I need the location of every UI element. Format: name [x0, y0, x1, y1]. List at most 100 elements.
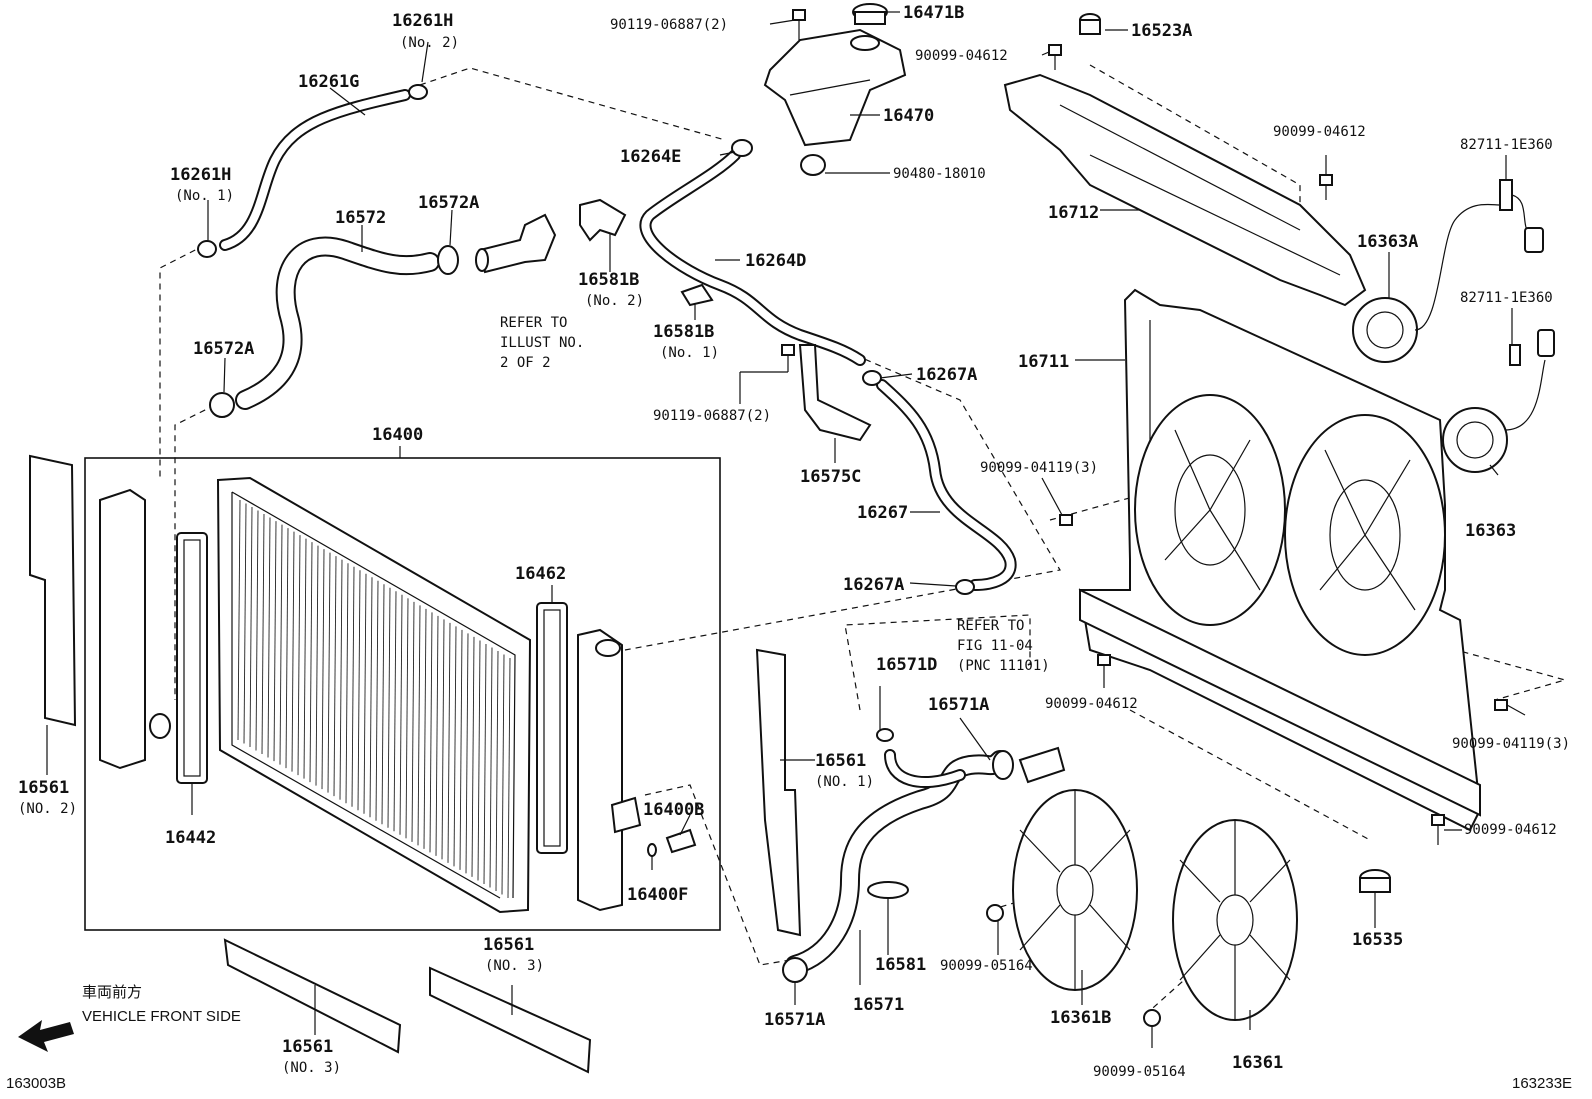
label-16571A-top: 16571A [928, 695, 989, 715]
clamp-16264E [731, 139, 753, 157]
clamp-16261H-no1 [197, 240, 217, 258]
bolt-90099-04612-right [1319, 174, 1333, 200]
label-16561-no1: 16561 [815, 751, 866, 771]
clamp-16571D [876, 728, 894, 742]
radiator-box-16400 [84, 457, 721, 931]
core-fin [309, 542, 313, 783]
bolt-90119-mid [781, 344, 795, 372]
bracket-16575C [798, 344, 872, 442]
core-fin [381, 584, 385, 825]
seal-16561-no3-right [429, 966, 592, 1074]
label-16267A-top: 16267A [916, 365, 977, 385]
label-16572: 16572 [335, 208, 386, 228]
core-fin [495, 650, 499, 891]
bolt-90099-04612-top [1048, 44, 1062, 70]
core-fin [405, 598, 409, 839]
note-16261H-no2: (No. 2) [400, 35, 459, 51]
core-fin [261, 514, 265, 755]
note-16261H-no1: (No. 1) [175, 188, 234, 204]
refer-illust-line3: 2 OF 2 [500, 355, 551, 371]
core-fin [327, 552, 331, 793]
label-90099-04612-right: 90099-04612 [1273, 124, 1366, 140]
core-fin [387, 587, 391, 828]
nut-90099-05164-bottom [1143, 1009, 1161, 1027]
label-16561-no3-right: 16561 [483, 935, 534, 955]
core-fin [489, 647, 493, 888]
support-16712 [1003, 73, 1367, 307]
core-fin [411, 601, 415, 842]
reservoir-tank-16470 [763, 28, 907, 147]
drain-plug-16400B [665, 828, 697, 854]
part-labels: 16261H (No. 2) 16261G 16261H (No. 1) 165… [6, 3, 1572, 1092]
refer-fig-line3: (PNC 11101) [957, 658, 1050, 674]
label-16581B-no2: 16581B [578, 270, 639, 290]
label-90099-04119-right: 90099-04119(3) [1452, 736, 1570, 752]
label-16561-no3-left: 16561 [282, 1037, 333, 1057]
core-fin [465, 633, 469, 874]
note-16561-no3-right: (NO. 3) [485, 958, 544, 974]
core-fin [315, 545, 319, 786]
hose-16267 [876, 379, 1017, 591]
refer-fig-line2: FIG 11-04 [957, 638, 1033, 654]
core-fin [459, 629, 463, 870]
label-16535: 16535 [1352, 930, 1403, 950]
note-16581B-no2: (No. 2) [585, 293, 644, 309]
clamp-16571A-bottom [782, 957, 808, 983]
note-16561-no2: (NO. 2) [18, 801, 77, 817]
label-90119-mid: 90119-06887(2) [653, 408, 771, 424]
core-fin [321, 549, 325, 790]
label-16264E: 16264E [620, 147, 681, 167]
label-82711-bottom: 82711-1E360 [1460, 290, 1553, 306]
core-fin [417, 605, 421, 846]
bolt-90119-top [792, 9, 806, 40]
assembly-dashed-lines [159, 64, 1568, 1016]
core-fin [441, 619, 445, 860]
clamp-16267A-top [862, 370, 882, 386]
label-90480: 90480-18010 [893, 166, 986, 182]
label-90099-05164-mid: 90099-05164 [940, 958, 1033, 974]
label-16267A-bottom: 16267A [843, 575, 904, 595]
label-16442: 16442 [165, 828, 216, 848]
core-fin [429, 612, 433, 853]
clip-16523A [1079, 13, 1101, 35]
clamp-16581 [867, 881, 909, 899]
label-16264D: 16264D [745, 251, 806, 271]
refer-illust-line2: ILLUST NO. [500, 335, 584, 351]
core-fin [303, 538, 307, 779]
core-fin [333, 556, 337, 797]
core-fin [285, 528, 289, 769]
core-fin [435, 615, 439, 856]
note-16561-no1: (NO. 1) [815, 774, 874, 790]
label-16363: 16363 [1465, 521, 1516, 541]
core-fin [249, 507, 253, 748]
bolt-90099-04612-bottom [1431, 814, 1445, 845]
label-16267: 16267 [857, 503, 908, 523]
grommet-90480 [800, 154, 826, 176]
hose-16571D [884, 749, 966, 789]
tank-right [577, 628, 642, 912]
fan-16361 [1172, 819, 1298, 1021]
clamp-16261H-no2 [408, 84, 428, 100]
label-16470: 16470 [883, 106, 934, 126]
label-16400F: 16400F [627, 885, 688, 905]
core-fin [351, 566, 355, 807]
label-90119-top: 90119-06887(2) [610, 17, 728, 33]
core-fin [291, 531, 295, 772]
front-side-jp: 車両前方 [82, 984, 142, 1001]
core-fin [279, 524, 283, 765]
label-16261H-no2: 16261H [392, 11, 453, 31]
seal-16561-no3-left [223, 938, 402, 1054]
core-fin [471, 636, 475, 877]
label-16361B: 16361B [1050, 1008, 1111, 1028]
bracket-16581B-no2 [579, 198, 627, 242]
core-fin [255, 510, 259, 751]
label-90099-05164-bottom: 90099-05164 [1093, 1064, 1186, 1080]
seal-16561-no1 [755, 648, 802, 937]
front-arrow-icon [18, 1020, 74, 1052]
clamp-16267A-bottom [955, 579, 975, 595]
gasket-16462 [536, 602, 568, 854]
note-16561-no3-left: (NO. 3) [282, 1060, 341, 1076]
label-90099-04119-left: 90099-04119(3) [980, 460, 1098, 476]
core-fin [423, 608, 427, 849]
core-fin [357, 570, 361, 811]
